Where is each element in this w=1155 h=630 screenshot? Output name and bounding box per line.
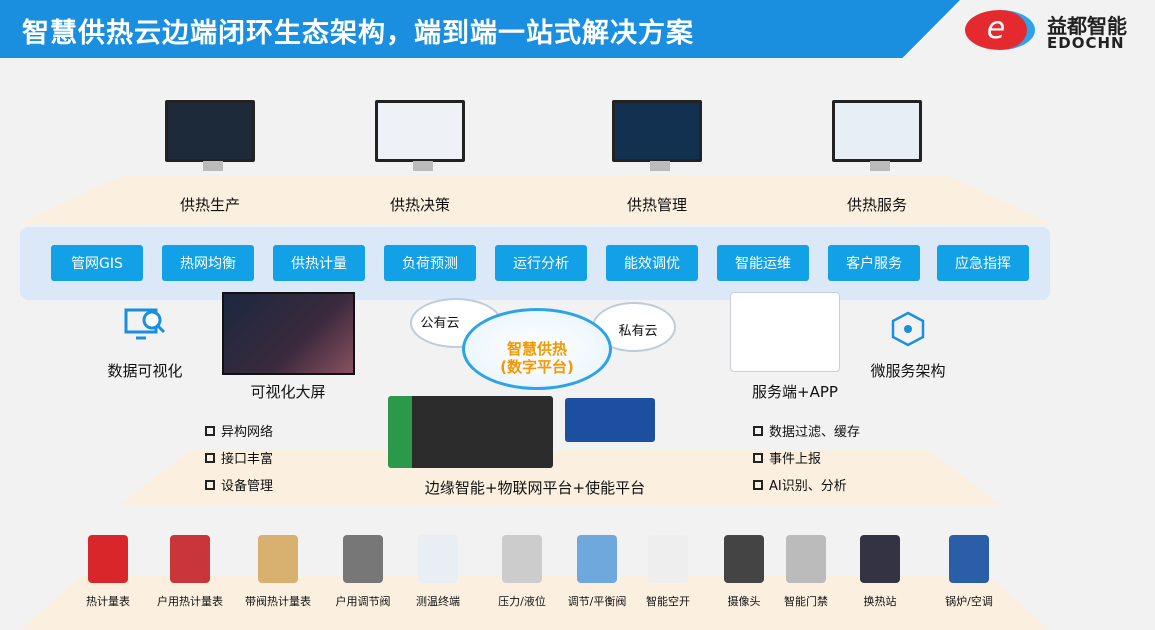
checkbox-icon [205,452,215,463]
feature-text: 接口丰富 [221,452,274,467]
monitor-service [832,100,922,171]
platform-title: 智慧供热 [506,340,568,358]
app-label: 供热决策 [389,196,451,214]
logo: e 益都智能 EDOCHN [965,8,1155,52]
device-label: 热计量表 [86,595,130,608]
top-band [20,175,1050,223]
private-cloud-label: 私有云 [618,324,658,339]
device-image [418,535,458,583]
checkbox-icon [753,479,763,490]
microservice-label: 微服务架构 [870,362,946,380]
middle-band [120,450,1000,505]
platform-cloud [462,308,612,390]
device-image [343,535,383,583]
device-image [577,535,617,583]
big-screen-label: 可视化大屏 [250,383,326,401]
feature-text: 设备管理 [221,479,274,494]
device-image [648,535,688,583]
feature-text: AI识别、分析 [769,479,847,494]
device-image [258,535,298,583]
feature-text: 数据过滤、缓存 [769,425,861,440]
capability-balance[interactable]: 热网均衡 [162,245,254,281]
monitor-production [165,100,255,171]
big-screen-image [222,292,355,375]
page-title: 智慧供热云边端闭环生态架构，端到端一站式解决方案 [22,18,694,49]
device-label: 换热站 [863,595,897,608]
app-label: 供热服务 [846,196,908,214]
gateway-image [565,398,655,442]
device-label: 锅炉/空调 [945,595,993,608]
device-image [88,535,128,583]
device-image [860,535,900,583]
data-visualization-icon [124,308,166,340]
feature-text: 异构网络 [221,425,274,440]
device-image [502,535,542,583]
capability-emergency[interactable]: 应急指挥 [937,245,1029,281]
capability-load-forecast[interactable]: 负荷预测 [384,245,476,281]
device-label: 智能空开 [646,595,690,608]
app-label: 供热生产 [179,196,241,214]
capability-analysis[interactable]: 运行分析 [495,245,587,281]
device-image [724,535,764,583]
monitor-decision [375,100,465,171]
device-label: 调节/平衡阀 [567,595,627,608]
capability-efficiency[interactable]: 能效调优 [606,245,698,281]
device-label: 户用热计量表 [157,595,223,608]
logo-text-en: EDOCHN [1047,34,1125,52]
device-label: 户用调节阀 [335,595,391,608]
microservice-icon [891,311,925,347]
title-bar [0,0,960,58]
device-label: 摄像头 [727,595,761,608]
edge-controller-image [388,396,553,468]
feature-item: AI识别、分析 [753,475,860,494]
checkbox-icon [205,479,215,490]
device-image [949,535,989,583]
feature-item: 异构网络 [205,421,273,440]
feature-item: 事件上报 [753,448,860,467]
capability-gis[interactable]: 管网GIS [51,245,143,281]
device-image [786,535,826,583]
device-label: 带阀热计量表 [245,595,311,608]
device-label: 测温终端 [416,595,460,608]
logo-text-cn: 益都智能 [1047,14,1127,38]
capability-metering[interactable]: 供热计量 [273,245,365,281]
device-image [170,535,210,583]
bottom-band [20,575,1050,630]
checkbox-icon [205,425,215,436]
feature-item: 数据过滤、缓存 [753,421,860,440]
feature-text: 事件上报 [769,452,822,467]
server-app-image [730,292,840,372]
server-app-label: 服务端+APP [752,383,838,401]
checkbox-icon [753,425,763,436]
feature-item: 设备管理 [205,475,273,494]
right-feature-list: 数据过滤、缓存 事件上报 AI识别、分析 [753,421,860,494]
public-cloud-label: 公有云 [420,316,460,331]
app-label: 供热管理 [626,196,688,214]
monitor-management [612,100,702,171]
device-label: 智能门禁 [784,595,828,608]
capability-customer[interactable]: 客户服务 [828,245,920,281]
logo-mark-icon: e [965,10,1035,50]
edge-platform-label: 边缘智能+物联网平台+使能平台 [424,479,646,497]
checkbox-icon [753,452,763,463]
feature-item: 接口丰富 [205,448,273,467]
data-vis-label: 数据可视化 [107,362,183,380]
device-label: 压力/液位 [498,595,546,608]
capability-operations[interactable]: 智能运维 [717,245,809,281]
left-feature-list: 异构网络 接口丰富 设备管理 [205,421,273,494]
platform-subtitle: (数字平台) [500,358,574,376]
